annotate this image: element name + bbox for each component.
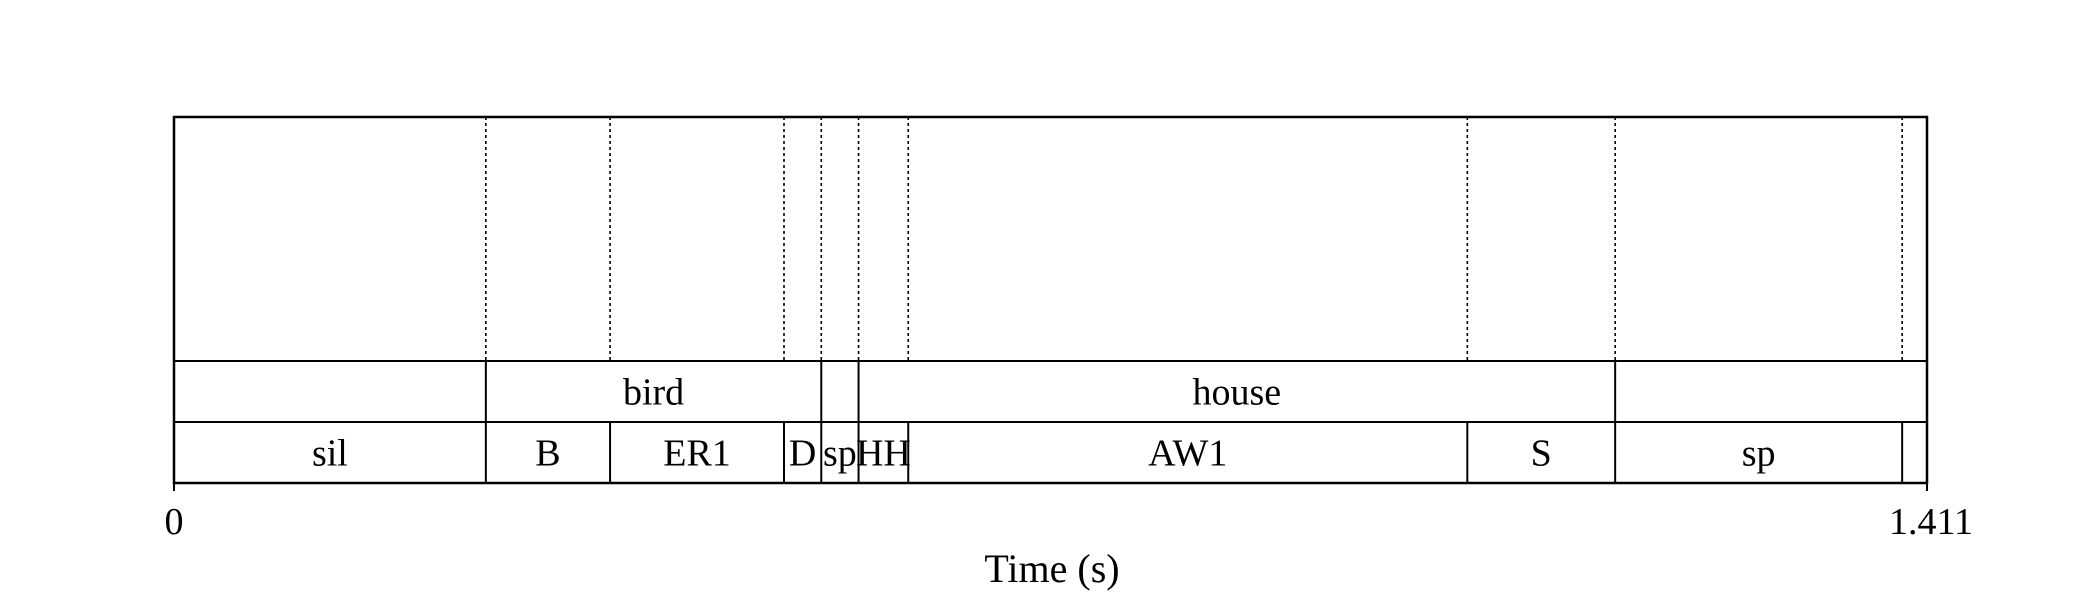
- tier-frame: [172, 115, 1929, 485]
- frame-box: [172, 115, 1929, 485]
- word-interval-label: house: [1193, 372, 1282, 414]
- phone-interval-label: AW1: [1148, 433, 1227, 475]
- word-tier: bird house: [623, 372, 1281, 414]
- phone-interval-label: ER1: [663, 433, 731, 475]
- word-tier-boundaries: [484, 361, 1617, 422]
- phone-tier-boundaries: [484, 422, 1904, 483]
- axis-start-label: 0: [165, 501, 184, 543]
- phone-interval-label: HH: [856, 433, 911, 475]
- axis-title: Time (s): [984, 546, 1119, 591]
- boundary-lines: [485, 117, 1903, 361]
- phone-interval-label: S: [1531, 433, 1552, 475]
- word-interval-label: bird: [623, 372, 684, 414]
- phone-interval-label: sp: [1742, 433, 1776, 475]
- phone-interval-label: B: [535, 433, 560, 475]
- phone-interval-label: D: [789, 433, 816, 475]
- phone-interval-label: sil: [312, 433, 348, 475]
- phone-interval-label: sp: [823, 433, 857, 475]
- axis-end-label: 1.411: [1889, 501, 1973, 543]
